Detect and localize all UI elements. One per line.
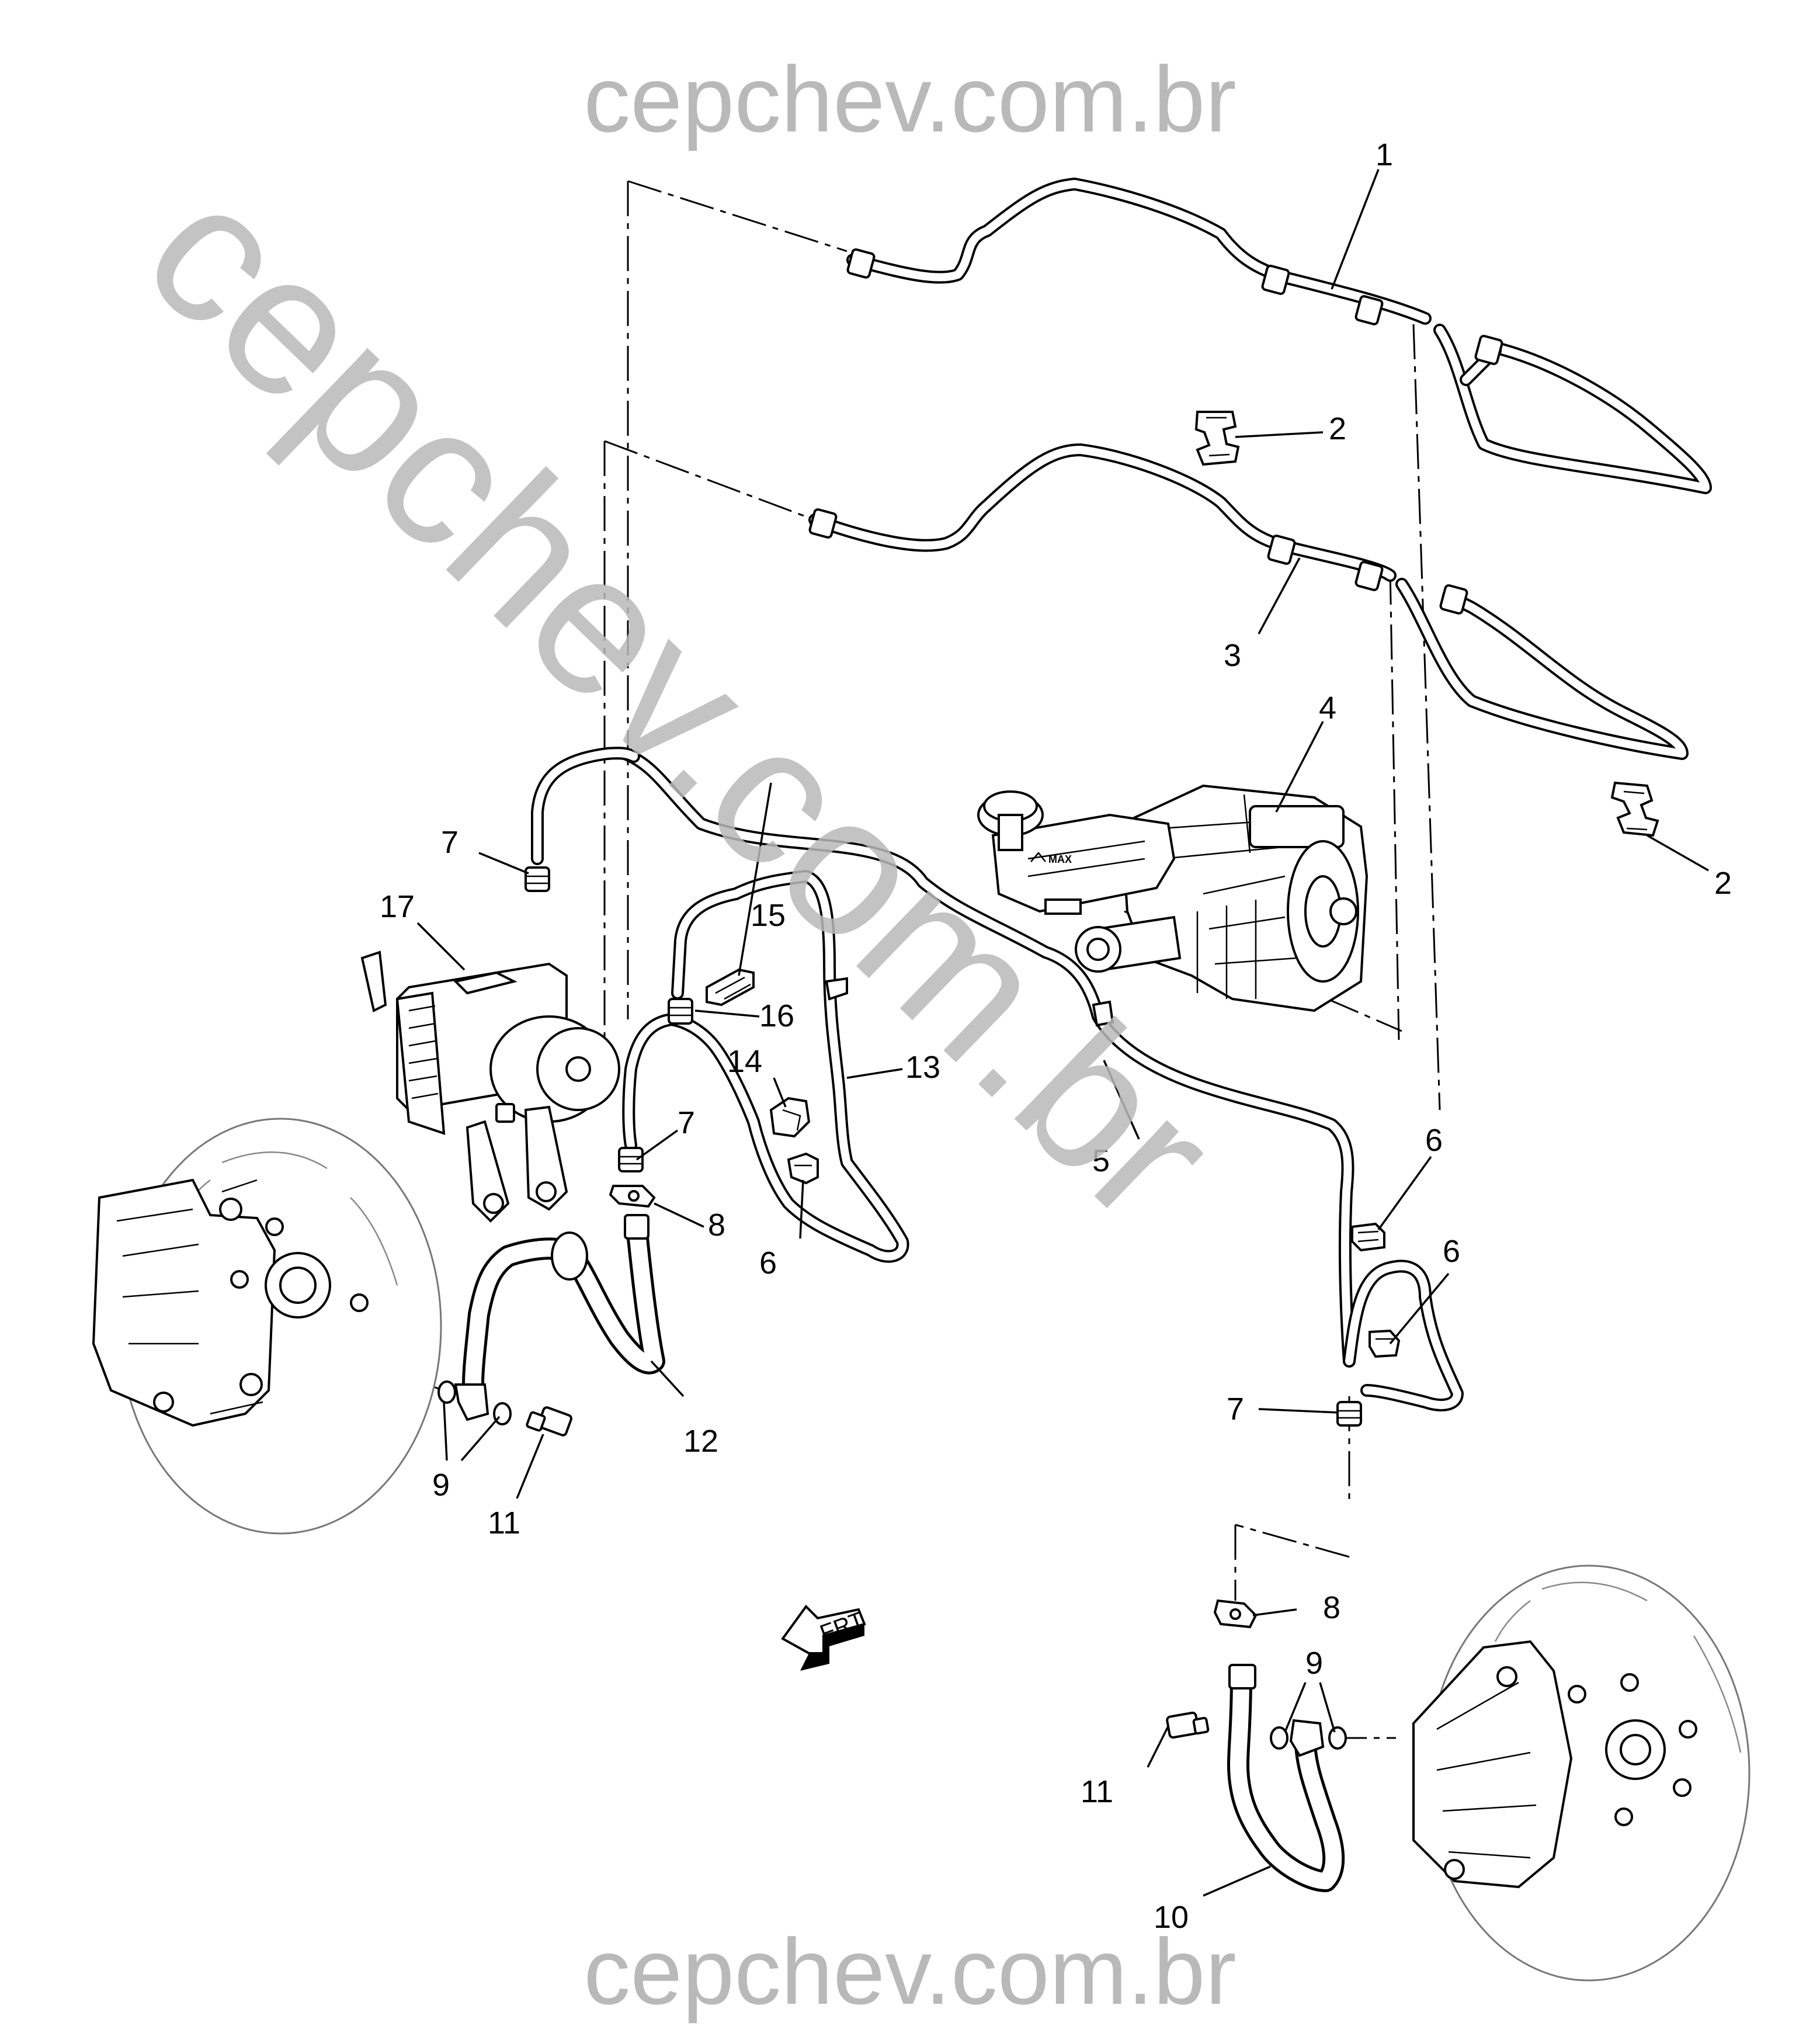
right-brake-caliper [1412,1564,1750,1982]
fitting-7-right [1336,1401,1362,1427]
callout-13: 13 [905,1050,940,1085]
callout-14: 14 [727,1044,762,1079]
reservoir-max-label: MAX [1048,854,1072,865]
pipe-clip-15 [706,968,755,1007]
callout-9-left: 9 [432,1467,450,1503]
bolt-11-left [526,1406,572,1437]
fitting-7-upper [525,866,550,892]
watermarks: cepchev.com.br cepchev.com.br cepchev.co… [104,47,1256,2024]
brake-pipe-3 [808,443,1689,760]
callout-9-right: 9 [1305,1646,1323,1681]
pipe-clip-6-right-upper [1351,1222,1385,1252]
reservoir-max-mark: MAX [1030,852,1072,865]
bolt-11-right [1166,1711,1210,1739]
callout-2-lower: 2 [1714,866,1732,901]
abs-module [360,950,620,1223]
callout-8-left: 8 [708,1208,725,1243]
callout-16: 16 [759,998,794,1033]
callout-2-upper: 2 [1329,411,1346,446]
brake-pipe-5 [619,747,1464,1411]
callout-11-right: 11 [1081,1774,1113,1809]
callout-6-right-lower: 6 [1443,1234,1460,1269]
callout-17: 17 [380,889,415,924]
washers-9-right [1270,1726,1347,1750]
abs-feed-pipe [531,747,640,865]
callout-11-left: 11 [488,1505,520,1541]
callout-1: 1 [1376,137,1393,172]
callout-6-left: 6 [759,1245,777,1281]
fitting-16 [668,998,693,1025]
leader-lines [416,169,1709,1897]
watermark-diagonal: cepchev.com.br [104,140,1256,1264]
callout-6-right-upper: 6 [1425,1123,1443,1158]
callout-7-right: 7 [1227,1392,1244,1427]
callout-10: 10 [1154,1900,1189,1935]
pipe-clip-2-upper [1194,411,1240,466]
callout-7-upper: 7 [441,825,459,860]
hose-bracket-8-left [609,1185,656,1208]
callout-15: 15 [751,898,786,933]
brake-hose-12 [454,1214,665,1421]
brake-pipe-13 [622,870,909,1263]
pipe-clip-2-lower [1610,781,1659,837]
pipe-clip-6-left [787,1152,819,1185]
brake-pipe-1 [846,178,1712,494]
pipe-clip-14 [769,1097,811,1138]
callout-12: 12 [683,1424,718,1459]
callout-numbers: 1 2 3 4 2 7 17 15 16 14 13 5 7 8 6 6 6 7… [380,137,1732,1935]
watermark-top: cepchev.com.br [583,47,1237,151]
brake-hose-10 [1227,1664,1345,1892]
fitting-7-middle [618,1147,644,1172]
callout-8-right: 8 [1323,1590,1340,1625]
hose-bracket-8-right [1213,1599,1258,1629]
callout-7-middle: 7 [678,1105,695,1140]
front-direction-indicator: FRT [781,1604,867,1671]
pipe-clip-6-right-lower [1369,1329,1401,1358]
watermark-bottom: cepchev.com.br [583,1919,1237,2024]
master-cylinder-assembly: MAX [977,784,1369,1012]
left-brake-caliper [92,1118,442,1535]
callout-4: 4 [1319,691,1336,726]
callout-5: 5 [1092,1143,1110,1178]
callout-3: 3 [1224,638,1241,673]
